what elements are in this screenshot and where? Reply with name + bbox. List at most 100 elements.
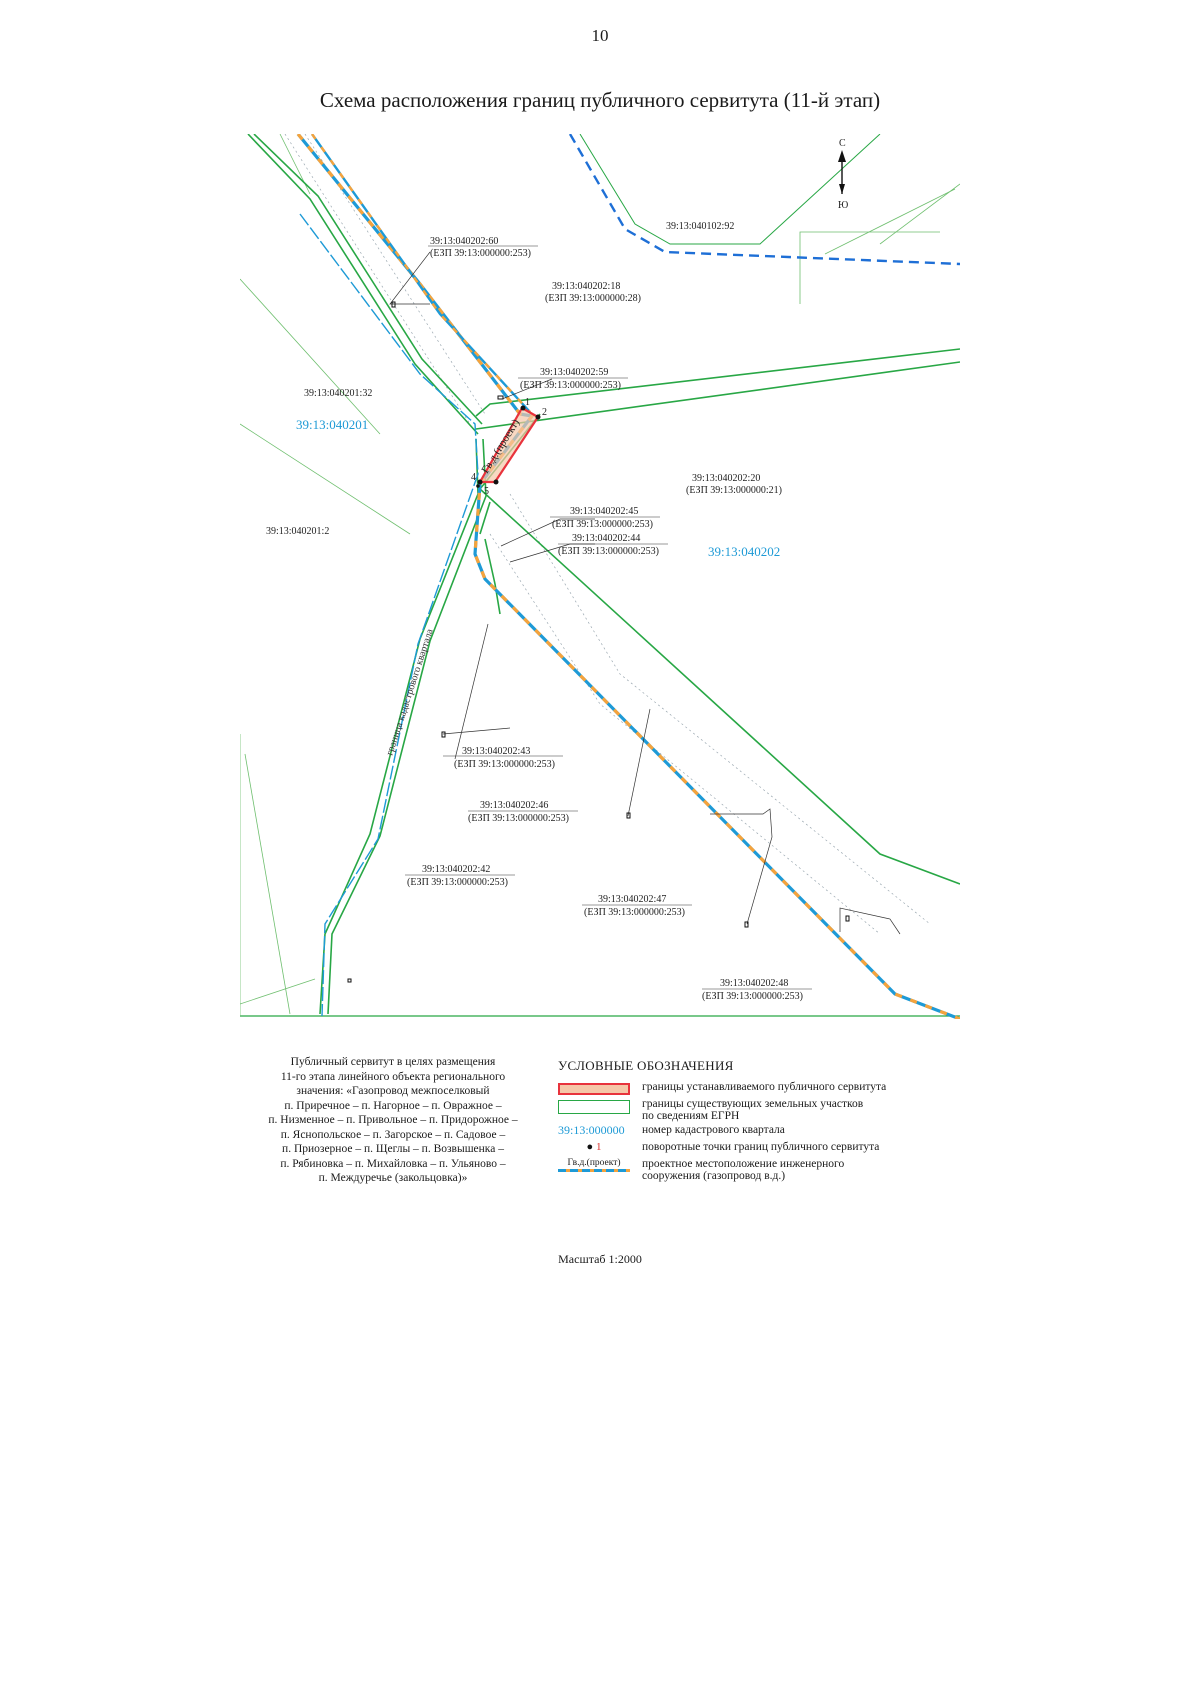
cadastral-quarter-boundary [568,134,960,266]
page-number: 10 [591,26,609,45]
label-p-32: 39:13:040201:32 [304,388,372,399]
pipe-swatch-label: Гв.д.(проект) [567,1158,621,1168]
label-p-45: 39:13:040202:45 (ЕЗП 39:13:000000:253) [550,506,660,530]
svg-text:(ЕЗП 39:13:000000:253): (ЕЗП 39:13:000000:253) [520,380,621,391]
svg-text:(ЕЗП 39:13:000000:253): (ЕЗП 39:13:000000:253) [552,519,653,530]
parcel-marker [744,921,749,928]
label-p-92: 39:13:040102:92 [666,221,734,232]
turning-point-4 [477,479,483,485]
legend-pipe-text: проектное местоположение инженерного соо… [642,1158,844,1182]
svg-text:(ЕЗП 39:13:000000:253): (ЕЗП 39:13:000000:253) [407,877,508,888]
caption-line: п. Рябиновка – п. Михайловка – п. Ульяно… [280,1157,506,1170]
pipe-swatch: Гв.д.(проект) [558,1158,630,1172]
road-main-line [299,213,479,1017]
legend-row-parcel: границы существующих земельных участков … [558,1098,958,1124]
caption-line: значения: «Газопровод межпоселковый [296,1085,490,1097]
thin-parcel-lines [240,134,960,1016]
legend-row-pipe: Гв.д.(проект) проектное местоположение и… [558,1158,958,1186]
turning-point-label-2: 2 [542,407,547,418]
parcel-labels: 39:13:040202:60 (ЕЗП 39:13:000000:253) 3… [266,221,812,1002]
quarter-label-201: 39:13:040201 [296,417,368,432]
svg-text:39:13:040202:44: 39:13:040202:44 [572,533,640,544]
svg-text:39:13:040202:46: 39:13:040202:46 [480,800,548,811]
label-p-20: 39:13:040202:20 (ЕЗП 39:13:000000:21) [686,473,782,496]
legend-parcel-line1: границы существующих земельных участков [642,1098,864,1110]
point-swatch: ● 1 [586,1141,602,1153]
svg-text:39:13:040202:59: 39:13:040202:59 [540,367,608,378]
page-title: Схема расположения границ публичного сер… [319,88,881,112]
label-p-18: 39:13:040202:18 (ЕЗП 39:13:000000:28) [545,281,641,304]
label-p-46: 39:13:040202:46 (ЕЗП 39:13:000000:253) [468,800,578,824]
caption-line: 11-го этапа линейного объекта региональн… [280,1070,506,1083]
svg-text:(ЕЗП 39:13:000000:253): (ЕЗП 39:13:000000:253) [468,813,569,824]
svg-text:39:13:040202:47: 39:13:040202:47 [598,894,666,905]
legend-parcel-line2: по сведениям ЕГРН [642,1110,740,1122]
parcel-92-boundary [579,134,881,245]
parcel-swatch [558,1100,630,1114]
label-p-59: 39:13:040202:59 (ЕЗП 39:13:000000:253) [518,367,628,391]
svg-text:(ЕЗП 39:13:000000:253): (ЕЗП 39:13:000000:253) [702,991,803,1002]
caption-line: п. Приречное – п. Нагорное – п. Овражное… [284,1099,502,1112]
svg-text:39:13:040202:20: 39:13:040202:20 [692,473,760,484]
svg-text:39:13:040202:60: 39:13:040202:60 [430,236,498,247]
north-arrow: С Ю [838,138,848,211]
label-p-60: 39:13:040202:60 (ЕЗП 39:13:000000:253) [428,236,538,259]
caption-line: Публичный сервитут в целях размещения [290,1056,496,1068]
parcel-marker [626,812,631,819]
legend-parcel-text: границы существующих земельных участков … [642,1098,863,1122]
legend: УСЛОВНЫЕ ОБОЗНАЧЕНИЯ границы устанавлива… [558,1058,958,1186]
map-canvas: 1 2 4 5 Гв.д.(проект) граница кадастрово… [240,134,960,1019]
parcel-markers [347,301,850,983]
caption-line: п. Низменное – п. Привольное – п. Придор… [268,1114,518,1126]
parcel-marker [845,915,850,922]
label-p-2: 39:13:040201:2 [266,526,329,537]
quarter-label-202: 39:13:040202 [708,544,780,559]
svg-text:39:13:040202:43: 39:13:040202:43 [462,746,530,757]
pipe-swatch-line [558,1169,630,1172]
label-p-43: 39:13:040202:43 (ЕЗП 39:13:000000:253) [443,746,563,770]
legend-pipe-line2: сооружения (газопровод в.д.) [642,1170,786,1182]
servitude-swatch [558,1083,630,1095]
svg-text:(ЕЗП 39:13:000000:21): (ЕЗП 39:13:000000:21) [686,485,782,496]
leader-lines [389,251,901,935]
compass-south: Ю [838,200,848,211]
parcel-marker [441,731,446,738]
legend-row-servitude: границы устанавливаемого публичного серв… [558,1081,958,1098]
map-scale: Масштаб 1:2000 [558,1252,642,1266]
legend-title: УСЛОВНЫЕ ОБОЗНАЧЕНИЯ [558,1058,734,1073]
label-p-48: 39:13:040202:48 (ЕЗП 39:13:000000:253) [702,978,812,1002]
label-p-42: 39:13:040202:42 (ЕЗП 39:13:000000:253) [405,864,515,888]
svg-text:(ЕЗП 39:13:000000:253): (ЕЗП 39:13:000000:253) [454,759,555,770]
turning-point-1 [520,405,526,411]
map-area: 1 2 4 5 Гв.д.(проект) граница кадастрово… [240,134,960,1019]
existing-parcel-boundaries [247,134,960,1015]
svg-text:39:13:040202:45: 39:13:040202:45 [570,506,638,517]
label-p-47: 39:13:040202:47 (ЕЗП 39:13:000000:253) [582,894,692,918]
caption-line: п. Приозерное – п. Щеглы – п. Возвышенка… [282,1143,504,1155]
svg-text:(ЕЗП 39:13:000000:253): (ЕЗП 39:13:000000:253) [430,248,531,259]
legend-point-text: поворотные точки границ публичного серви… [642,1141,880,1153]
parcel-marker [347,978,352,983]
compass-north: С [839,138,846,149]
legend-pipe-line1: проектное местоположение инженерного [642,1158,845,1170]
legend-row-point: ● 1 поворотные точки границ публичного с… [558,1141,958,1158]
svg-text:(ЕЗП 39:13:000000:253): (ЕЗП 39:13:000000:253) [558,546,659,557]
caption-line: п. Яснопольское – п. Загорское – п. Садо… [280,1128,506,1141]
svg-text:(ЕЗП 39:13:000000:28): (ЕЗП 39:13:000000:28) [545,293,641,304]
gas-pipeline-project [296,134,960,1019]
point-swatch-number: 1 [595,1141,602,1153]
turning-point-3 [493,479,499,485]
legend-servitude-text: границы устанавливаемого публичного серв… [642,1081,887,1093]
quarter-boundary-label: граница кадастрового квартала [384,627,436,757]
svg-text:39:13:040202:42: 39:13:040202:42 [422,864,490,875]
parcel-marker [391,301,396,308]
turning-point-label-1: 1 [525,397,530,408]
turning-point-label-4: 4 [471,472,476,483]
quarter-swatch: 39:13:000000 [558,1123,625,1137]
label-p-44: 39:13:040202:44 (ЕЗП 39:13:000000:253) [558,533,668,557]
caption-line: п. Междуречье (закольцовка)» [318,1172,468,1184]
legend-quarter-text: номер кадастрового квартала [642,1124,785,1136]
svg-text:39:13:040202:18: 39:13:040202:18 [552,281,620,292]
legend-row-quarter: 39:13:000000 номер кадастрового квартала [558,1124,958,1141]
turning-point-2 [535,414,541,420]
